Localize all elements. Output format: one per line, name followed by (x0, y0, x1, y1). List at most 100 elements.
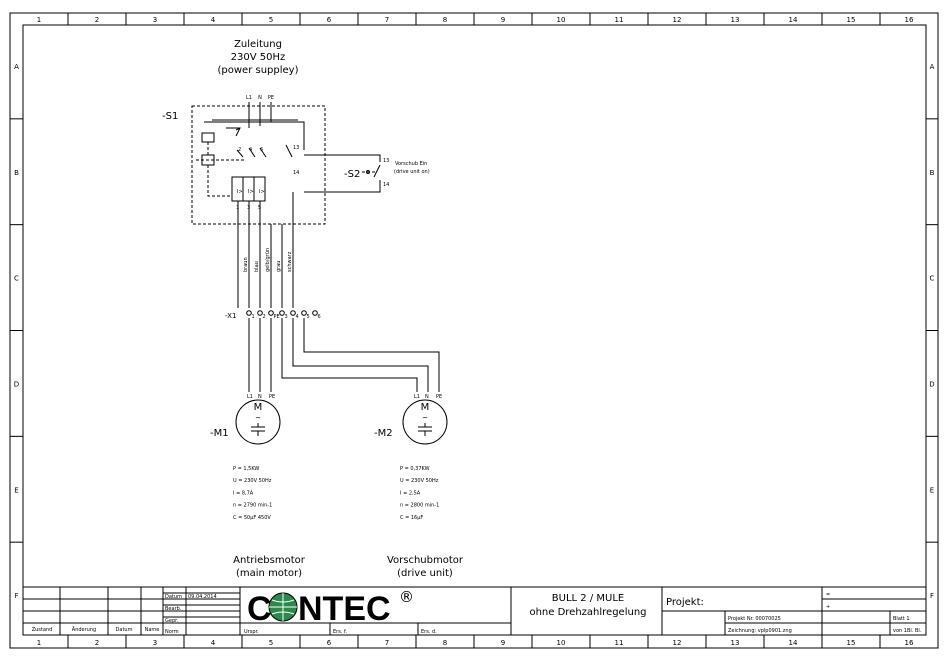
col-number-top: 8 (443, 16, 447, 24)
supply-en: (power suppley) (218, 65, 299, 76)
x1-terminal (312, 310, 318, 316)
wire-braun: braun (243, 257, 249, 272)
contec-logo: C NTEC ® (247, 588, 414, 628)
m1-terminal-pe: PE (269, 394, 275, 400)
col-number-top: 15 (847, 16, 856, 24)
x1-terminal-label: 4 (296, 314, 299, 320)
motor-spec-line: I = 8,7A (233, 490, 254, 496)
sheet-count: von 1Bl. Bl. (893, 628, 922, 634)
sheet-no: Blatt 1 (893, 616, 910, 622)
logo-globe-icon (268, 592, 298, 622)
x1-terminal-label: 1 (252, 314, 255, 320)
col-number-bottom: 6 (327, 639, 332, 647)
col-number-bottom: 8 (443, 639, 447, 647)
col-number-top: 14 (789, 16, 798, 24)
x1-terminal-label: 6 (318, 314, 321, 320)
logo-c: C (247, 590, 272, 628)
row-letter-left: F (14, 592, 18, 600)
col-number-bottom: 12 (673, 639, 682, 647)
meta-label-gepr: Gepr. (165, 618, 179, 624)
title-line-2: ohne Drehzahlregelung (529, 607, 646, 618)
x1-terminal (279, 310, 285, 316)
x1-terminal (301, 310, 307, 316)
col-number-bottom: 2 (95, 639, 99, 647)
col-number-top: 4 (211, 16, 216, 24)
s1-overload-3: I> (259, 189, 265, 195)
x1-terminal-label: 3 (285, 314, 288, 320)
m1-name-en: (main motor) (236, 568, 302, 579)
row-letter-left: E (14, 486, 18, 494)
logo-registered: ® (399, 588, 414, 606)
col-number-bottom: 10 (557, 639, 566, 647)
m1-symbol: M (254, 402, 263, 413)
plus-label: + (826, 604, 830, 610)
m2-terminal-pe: PE (436, 394, 442, 400)
rev-header-datum: Datum (116, 627, 133, 633)
row-letter-right: F (930, 592, 934, 600)
s1-label: -S1 (162, 111, 178, 122)
s1-contact-13: 13 (293, 145, 299, 151)
meta-label-norm: Norm (165, 629, 179, 635)
m2-symbol: M (421, 402, 430, 413)
col-number-bottom: 7 (385, 639, 389, 647)
motor-spec-line: U = 230V 50Hz (400, 478, 439, 484)
meta-label-bearb: Bearb. (165, 606, 182, 612)
col-number-top: 6 (327, 16, 332, 24)
motor-spec-line: P = 1,5KW (233, 466, 259, 472)
s1-contact-2: 2 (238, 147, 241, 153)
row-letter-left: D (14, 380, 19, 388)
m2-label: -M2 (374, 428, 393, 439)
ers-d-label: Ers. d. (421, 629, 437, 635)
col-number-top: 3 (153, 16, 157, 24)
col-number-top: 9 (501, 16, 505, 24)
m1-symbol-circle (235, 399, 281, 445)
cable-bundle: braun blau gelb/grün grau schwarz (237, 192, 294, 308)
x1-terminal (290, 310, 296, 316)
x1-terminal-label: 2 (263, 314, 266, 320)
drawing-frame: 1122334455667788991010111112121313141415… (9, 12, 939, 649)
s2-desc: Vorschub Ein (395, 161, 427, 167)
m2-phase: ~ (422, 414, 428, 422)
x1-terminal-label: PE (274, 314, 280, 320)
col-number-top: 11 (615, 16, 624, 24)
row-letter-right: E (930, 486, 934, 494)
row-letter-left: A (14, 63, 19, 71)
rev-header-aenderung: Änderung (72, 626, 96, 633)
m2-terminal-l1: L1 (414, 394, 420, 400)
col-number-bottom: 1 (37, 639, 41, 647)
row-letter-left: C (14, 275, 19, 283)
col-number-bottom: 11 (615, 639, 624, 647)
s1-overload-1: I> (237, 189, 243, 195)
m1-label: -M1 (210, 428, 229, 439)
supply-title: Zuleitung (234, 39, 282, 50)
m2-name: Vorschubmotor (387, 555, 464, 566)
col-number-bottom: 15 (847, 639, 856, 647)
col-number-top: 10 (557, 16, 566, 24)
s2-desc-en: (drive unit on) (394, 169, 430, 175)
rev-header-zustand: Zustand (32, 627, 53, 633)
switch-s2: -S2 13 14 Vorschub Ein (drive unit on) (304, 154, 430, 193)
col-number-top: 7 (385, 16, 389, 24)
project-label: Projekt: (666, 597, 704, 608)
x1-label: -X1 (225, 312, 236, 320)
motor-spec-line: I = 2,5A (400, 490, 421, 496)
col-number-bottom: 9 (501, 639, 505, 647)
motor-spec-line: n = 2800 min-1 (400, 503, 439, 509)
s2-contact-13: 13 (383, 158, 389, 164)
supply-voltage: 230V 50Hz (231, 52, 286, 63)
supply-terminal-n: N (258, 95, 262, 101)
rev-header-name: Name (145, 627, 160, 633)
x1-terminal (268, 310, 274, 316)
x1-terminal (257, 310, 263, 316)
ers-f-label: Ers. f. (333, 629, 347, 635)
row-letter-right: C (930, 275, 935, 283)
m1-terminal-l1: L1 (247, 394, 253, 400)
title-line-1: BULL 2 / MULE (552, 593, 624, 604)
m1-terminal-n: N (258, 394, 262, 400)
supply-block: Zuleitung 230V 50Hz (power suppley) L1 N… (218, 39, 299, 101)
title-block: Zustand Änderung Datum Name Datum Bearb.… (22, 586, 927, 636)
s1-contact-6: 6 (260, 147, 263, 153)
